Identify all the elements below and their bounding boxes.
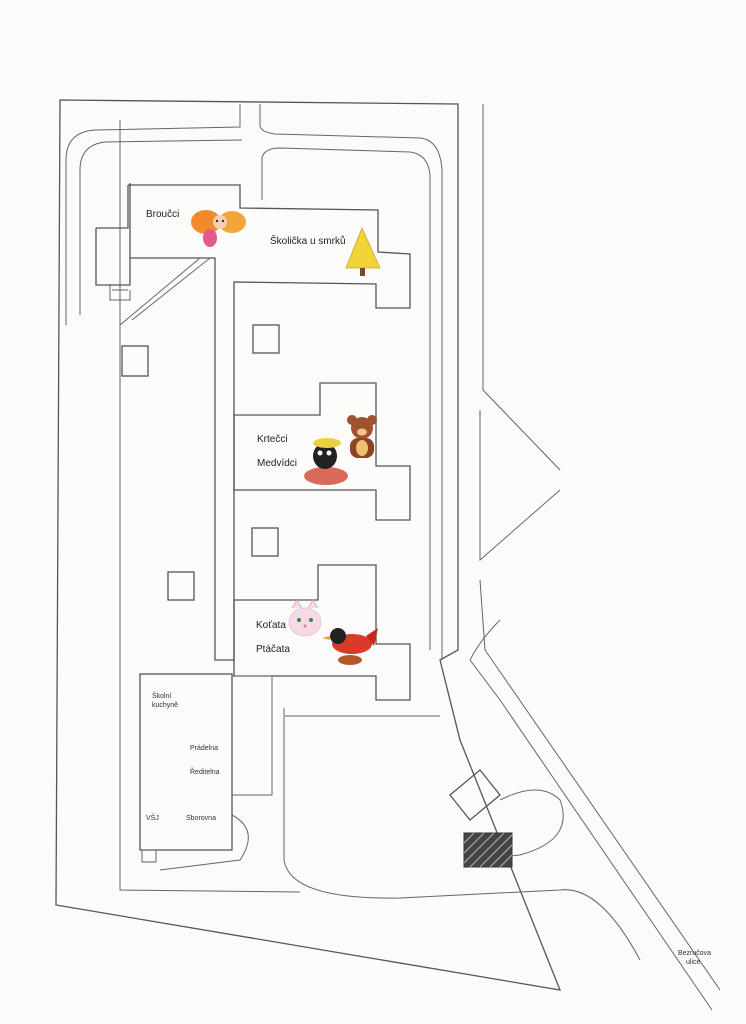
walkway-diag — [119, 257, 211, 326]
label-kotata: Koťata — [256, 620, 286, 631]
label-sborovna: Sborovna — [186, 815, 216, 822]
building-broucci — [95, 185, 131, 286]
label-ulice: ulice — [686, 959, 701, 966]
inner-path — [119, 120, 301, 893]
label-krtecci: Krtečci — [257, 434, 288, 445]
butterfly-icon — [191, 210, 246, 247]
building-kotata-ptacata — [233, 564, 411, 701]
top-driveway — [65, 104, 241, 325]
driveway-right-inner — [261, 147, 431, 650]
small-square — [251, 527, 279, 557]
label-medvidci: Medvídci — [257, 458, 297, 469]
mole-icon — [304, 438, 348, 485]
property-boundary — [55, 99, 562, 991]
service-curve — [159, 814, 249, 871]
small-square — [252, 324, 280, 354]
label-ptacata: Ptáčata — [256, 644, 290, 655]
building-krtecci-medvidci — [233, 382, 411, 521]
small-square — [167, 571, 195, 601]
building-main-corridor — [128, 183, 411, 661]
bear-icon — [347, 415, 377, 458]
service-annex — [232, 675, 273, 796]
label-pradelna: Prádelna — [190, 745, 218, 752]
building-service — [139, 673, 233, 851]
label-vsj: VŠJ — [146, 813, 159, 822]
bird-icon — [322, 628, 378, 665]
label-broucci: Broučci — [146, 209, 179, 220]
garden-path — [283, 708, 641, 961]
street-curve — [469, 619, 501, 661]
label-skolni: Školní — [152, 691, 172, 700]
connector — [109, 284, 131, 301]
garden-loop — [469, 789, 564, 861]
driveway-right — [259, 104, 443, 660]
street-edge — [469, 104, 721, 1011]
small-square — [121, 345, 149, 377]
label-bezrucova: Bezručova — [678, 950, 711, 957]
label-skolicka: Školička u smrků — [270, 234, 346, 247]
diamond-feature — [449, 769, 501, 821]
hatched-box — [463, 832, 513, 868]
top-driveway-inner — [79, 139, 243, 315]
label-kuchyne: kuchyně — [152, 702, 178, 709]
label-reditelna: Ředitelna — [190, 767, 220, 776]
tree-icon — [345, 226, 381, 276]
service-step — [141, 849, 157, 863]
cat-icon — [288, 599, 322, 637]
